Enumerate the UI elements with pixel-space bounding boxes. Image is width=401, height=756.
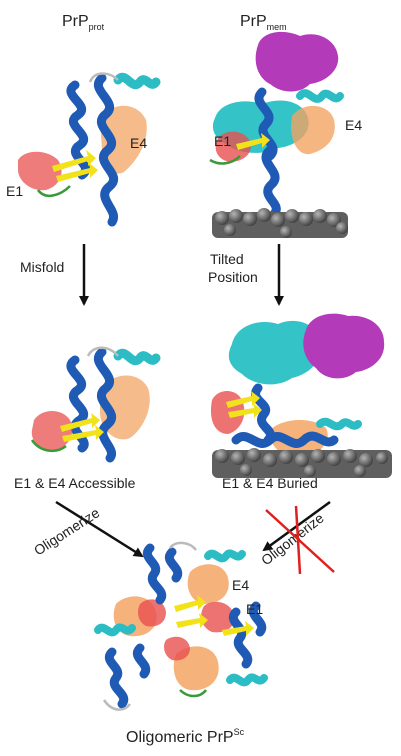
helix [229, 607, 253, 669]
misfold-label: Misfold [20, 259, 64, 275]
e1-label-bottom: E1 [246, 601, 263, 617]
loop-green [30, 439, 67, 453]
glycan-magenta-surface [255, 31, 339, 92]
beta-strand-2 [228, 403, 262, 418]
beta-strand [222, 621, 254, 636]
helix [105, 647, 129, 709]
beta-strand [226, 391, 260, 408]
e4-label-bottom: E4 [232, 577, 249, 593]
helix-cyan [226, 673, 268, 687]
prp-prot-title: PrPprot [62, 13, 105, 32]
beta-strand [236, 133, 270, 150]
helix [249, 601, 267, 637]
helix-2 [93, 73, 119, 227]
beta-strand-1 [52, 150, 96, 172]
loop [169, 541, 197, 551]
position-label: Position [208, 269, 258, 285]
helix-cyan [94, 623, 136, 637]
e4-label-top-left: E4 [130, 135, 147, 151]
helix-3 [296, 89, 344, 103]
helix [165, 547, 183, 583]
glycan-magenta-surface [303, 313, 385, 379]
loop [102, 699, 131, 711]
e4-epitope-surface [187, 564, 229, 604]
beta-strand-2 [56, 163, 98, 182]
oligomerize-label-left: Oligomerize [31, 504, 103, 558]
helix-2 [231, 431, 339, 448]
helix [143, 543, 167, 605]
oligomerize-label-right: Oligomerize [258, 510, 327, 569]
helix-3 [316, 417, 362, 431]
beta-strand-1 [60, 413, 100, 432]
loop [88, 72, 119, 83]
e4-epitope-surface [100, 105, 147, 174]
e1-epitope-surface [138, 599, 166, 627]
beta-strand [174, 595, 206, 612]
membrane-surface [212, 208, 348, 238]
beta-strand-2 [62, 425, 104, 442]
misfolded-structure [30, 346, 161, 463]
helix-2 [261, 145, 281, 219]
loop-green [179, 689, 207, 698]
e1-epitope-surface [201, 601, 235, 633]
tilted-label: Tilted [210, 251, 244, 267]
oligomer-structure [94, 541, 268, 711]
glycan-cyan-surface [228, 320, 321, 385]
e4-label-top-right: E4 [345, 117, 362, 133]
e1-label-top-right: E1 [214, 133, 231, 149]
e1-epitope-surface [31, 411, 73, 451]
e1-label-top-left: E1 [6, 183, 23, 199]
loop [86, 346, 119, 357]
tilted-structure [210, 313, 392, 478]
e1-epitope-surface [215, 131, 251, 162]
accessible-label: E1 & E4 Accessible [14, 475, 136, 491]
blocked-cross-icon [265, 505, 335, 575]
helix [133, 643, 151, 679]
buried-label: E1 & E4 Buried [222, 475, 318, 491]
e1-epitope-surface [18, 151, 62, 191]
loop-green [36, 185, 71, 198]
prp-prot-structure [18, 72, 161, 227]
helix-2 [93, 347, 117, 463]
e4-epitope-surface [291, 105, 335, 155]
helix-cyan [204, 549, 246, 563]
loop-green [209, 155, 241, 165]
membrane-surface [212, 448, 392, 478]
helix-3 [113, 73, 161, 89]
oligomerize-arrow-left [55, 500, 144, 558]
prp-mem-title: PrPmem [240, 13, 287, 32]
helix-3 [113, 349, 161, 365]
e1-epitope-surface [164, 636, 190, 661]
beta-strand [176, 613, 208, 628]
oligomeric-prp-title: Oligomeric PrPSc [126, 727, 245, 746]
prp-mem-structure [209, 31, 348, 238]
